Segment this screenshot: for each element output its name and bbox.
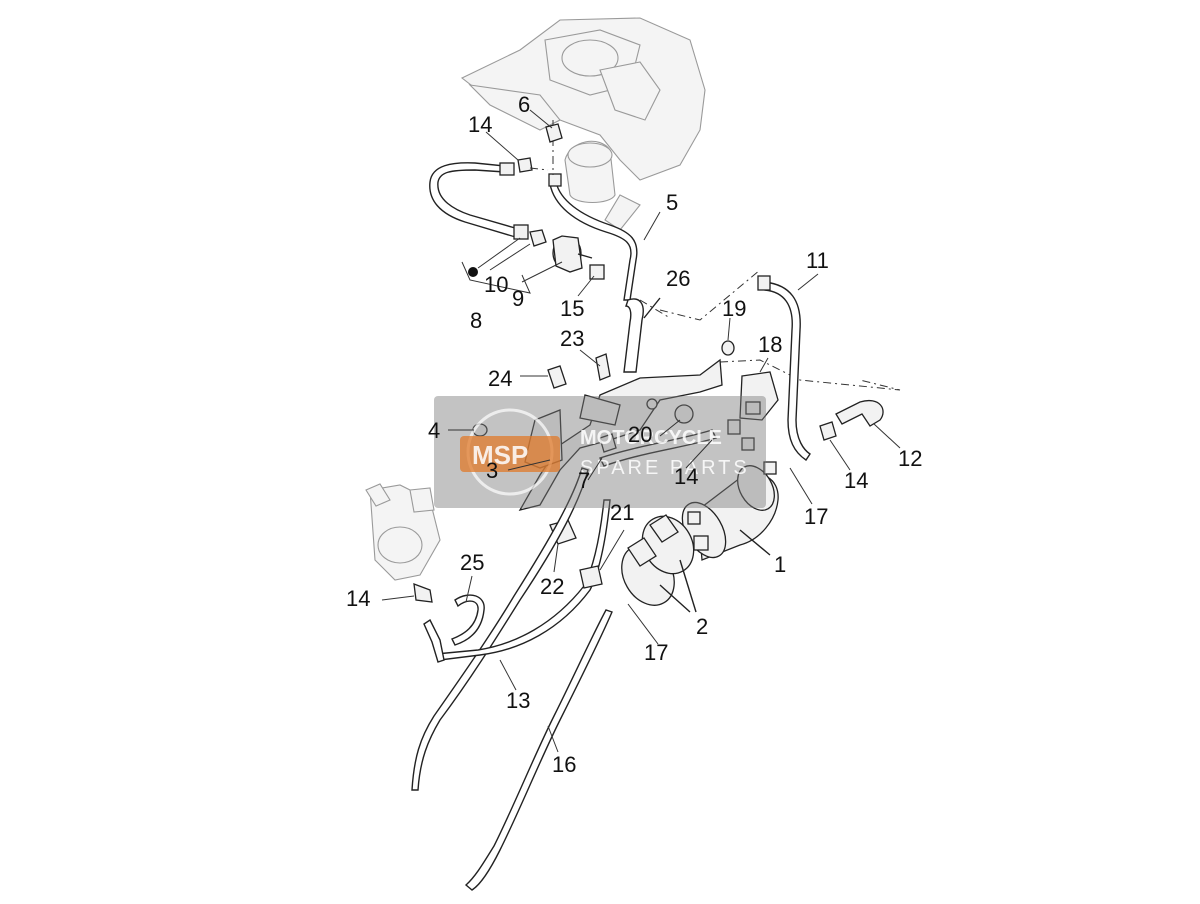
canister-clamps-2 [621,514,697,613]
label-17-top: 17 [804,504,828,529]
fuel-tank-illustration [460,17,706,231]
label-19: 19 [722,296,746,321]
label-2: 2 [696,614,708,639]
label-9: 9 [512,286,524,311]
label-14-right: 14 [844,468,868,493]
hose-11 [757,275,811,461]
watermark: MSP MOTORCYCLE SPARE PARTS [434,396,766,508]
solenoid-valve-18 [727,371,779,451]
vent-hose-8 [429,162,531,294]
watermark-line2: SPARE PARTS [580,457,750,479]
label-1: 1 [774,552,786,577]
label-10: 10 [484,272,508,297]
part-labels: 6 14 5 11 26 10 9 15 19 8 23 18 24 4 20 … [346,92,922,777]
routing-dash-lines [639,269,901,391]
throttle-body-illustration [365,483,441,603]
label-17-bottom: 17 [644,640,668,665]
watermark-logo-text: MSP [472,440,528,470]
watermark-line1: MOTORCYCLE [580,427,722,449]
label-22: 22 [540,574,564,599]
label-16: 16 [552,752,576,777]
clip-14-top [517,157,549,173]
label-11: 11 [806,248,829,273]
elbow-12-clip-14 [819,399,884,441]
label-7: 7 [578,468,590,493]
label-20: 20 [628,422,652,447]
label-24: 24 [488,366,512,391]
label-14-top: 14 [468,112,492,137]
label-4: 4 [428,418,440,443]
label-8: 8 [470,308,482,333]
leader-lines [381,109,901,753]
label-3: 3 [486,458,498,483]
label-13: 13 [506,688,530,713]
label-26: 26 [666,266,690,291]
hose-5 [545,120,638,301]
pipe-26 [623,297,661,373]
label-14-mid: 14 [674,464,698,489]
label-25: 25 [460,550,484,575]
lower-hoses [411,467,613,891]
label-21: 21 [610,500,634,525]
label-14-left: 14 [346,586,370,611]
hose-14-middle [599,429,718,467]
label-5: 5 [666,190,678,215]
label-23: 23 [560,326,584,351]
label-18: 18 [758,332,782,357]
label-15: 15 [560,296,584,321]
label-12: 12 [898,446,922,471]
label-6: 6 [518,92,530,117]
clip-10-filter-9 [529,229,605,280]
